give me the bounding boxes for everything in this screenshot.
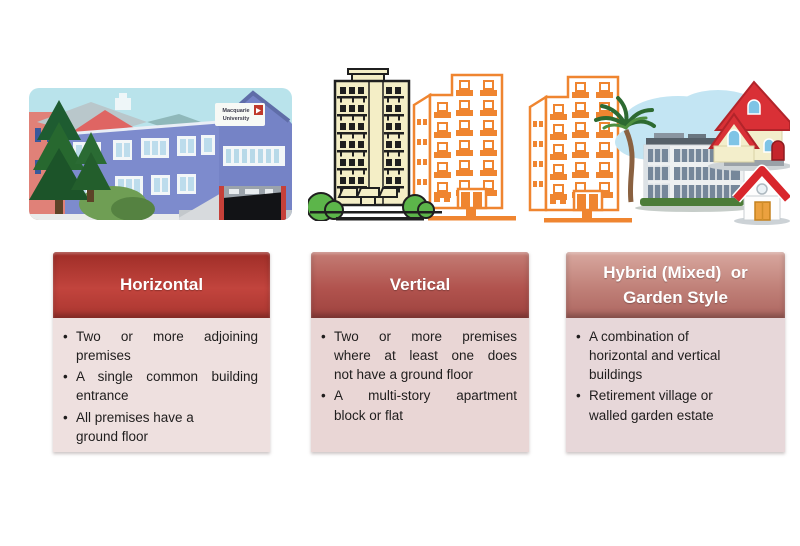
bullet-marker: •	[63, 329, 68, 344]
list-item: • A multi-story apartment block or flat	[321, 386, 517, 424]
bullet-marker: •	[63, 369, 68, 385]
bullet-marker: •	[321, 388, 326, 404]
red-roof-house	[708, 80, 790, 171]
card-hybrid-title-line1: Hybrid (Mixed) or	[603, 262, 748, 282]
card-vertical-header: Vertical	[311, 252, 529, 318]
bullet-marker: •	[576, 388, 581, 404]
bullet-line: A combination of	[589, 329, 689, 344]
bullet-line: walled garden estate	[589, 407, 714, 423]
gable-window-panes	[226, 149, 279, 163]
bullet-line: All premises have a	[76, 409, 194, 425]
bullet-line: where at least one does	[334, 348, 517, 364]
building-entrance	[175, 186, 292, 220]
card-hybrid-title-line2: Garden Style	[623, 288, 728, 307]
hybrid-buildings-illustration	[528, 62, 790, 225]
bullet-marker: •	[321, 329, 326, 344]
card-vertical-title: Vertical	[389, 275, 451, 295]
card-vertical: Vertical • Two or more premises where at…	[311, 252, 529, 452]
bullet-line: ground floor	[76, 428, 149, 444]
bullet-line: Two or more adjoining	[76, 329, 258, 344]
palm-tree	[594, 96, 656, 203]
ground-line	[310, 211, 442, 214]
card-horizontal-body: • Two or more adjoining premises • A sin…	[53, 318, 270, 452]
card-hybrid-header: Hybrid (Mixed) or Garden Style	[566, 252, 785, 318]
ground-line-thick	[336, 217, 424, 221]
trees	[29, 100, 155, 220]
bullet-line: premises	[76, 348, 131, 364]
bullet-marker: •	[63, 409, 68, 425]
bullet-line: buildings	[589, 367, 643, 383]
bullet-line: not have a ground floor	[334, 367, 473, 383]
cream-tower	[333, 68, 411, 207]
bullet-line: A single common building	[76, 369, 258, 385]
orange-tower	[414, 75, 516, 221]
list-item: • Retirement village or walled garden es…	[576, 386, 773, 424]
card-hybrid: Hybrid (Mixed) or Garden Style • A combi…	[566, 252, 785, 452]
card-horizontal-title: Horizontal	[119, 275, 204, 295]
small-shed	[731, 164, 790, 225]
list-item: • All premises have a ground floor	[63, 408, 258, 446]
tower-entrance	[337, 187, 398, 206]
card-horizontal-header: Horizontal	[53, 252, 270, 318]
sign-text-line1: Macquarie	[222, 108, 249, 114]
bullet-line: Retirement village or	[589, 388, 713, 404]
card-horizontal: Horizontal • Two or more adjoining premi…	[53, 252, 270, 452]
bullet-line: horizontal and vertical	[589, 348, 721, 364]
university-sign: Macquarie University	[215, 103, 265, 126]
card-hybrid-body: • A combination of horizontal and vertic…	[566, 318, 785, 452]
bushes	[308, 192, 435, 221]
bullet-line: Two or more premises	[334, 329, 517, 344]
bullet-line: A multi-story apartment	[334, 388, 517, 404]
vertical-buildings-illustration	[308, 68, 518, 221]
list-item: • A single common building entrance	[63, 367, 258, 405]
horizontal-buildings-illustration: Macquarie University	[29, 88, 292, 220]
list-item: • Two or more adjoining premises	[63, 327, 258, 365]
list-item: • A combination of horizontal and vertic…	[576, 327, 773, 384]
list-item: • Two or more premises where at least on…	[321, 327, 517, 384]
sign-text-line2: University	[223, 116, 251, 122]
bullet-marker: •	[576, 329, 581, 344]
card-vertical-body: • Two or more premises where at least on…	[311, 318, 529, 452]
bullet-line: block or flat	[334, 407, 404, 423]
bullet-line: entrance	[76, 388, 129, 404]
